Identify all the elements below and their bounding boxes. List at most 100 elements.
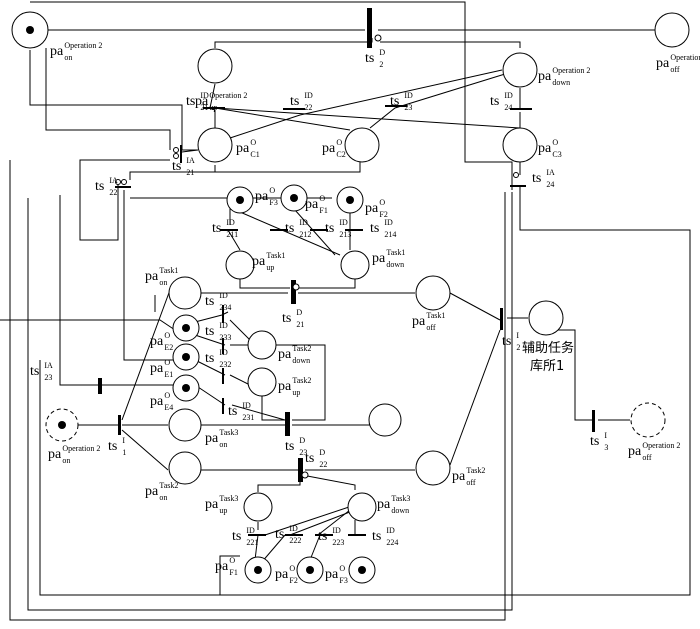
transition-ts-ia-21 [180,145,182,163]
label-sub: up [266,263,274,272]
label-base: ts [205,294,214,309]
label-sub: F1 [319,206,327,215]
label-base: ts [232,529,241,544]
label-base: pa [452,469,466,484]
label-base: pa [252,254,266,269]
label-sub: 22 [109,188,117,197]
transition-ts-d23 [285,412,290,436]
label-sub: on [159,493,167,502]
label-sup: ID [289,524,298,533]
place-pa-c1 [197,127,233,163]
token [58,421,66,429]
label-base: ts [30,364,39,379]
label-sub: on [62,456,70,465]
label-sub: up [209,103,217,112]
place-pa-up-task3 [243,492,273,522]
label-sup: ID [226,218,235,227]
label-sup: ID [200,91,209,100]
label-sup: O [164,331,170,340]
label-sub: 211 [226,230,238,239]
place-pa-up-task2 [247,367,277,397]
label-base: ts [502,334,511,349]
label-sup: Task1 [159,266,178,275]
label-base: pa [48,447,62,462]
label-sup: O [552,138,558,147]
transition-ts-ia-23 [98,378,102,394]
label-base: pa [205,431,219,446]
label-base: pa [236,141,250,156]
label-sup: Task2 [292,376,311,385]
label-sup: I [122,436,125,445]
label-sup: ID [219,348,228,357]
label-sup: O [164,358,170,367]
label-sup: O [319,194,325,203]
label-sup: Operation 2 [552,66,590,75]
label-sup: O [250,138,256,147]
transition-ts-d2-top [367,8,372,48]
label-sub: F3 [339,576,347,585]
transition-ts-id-213 [310,229,328,231]
label-sup: Task2 [159,481,178,490]
transition-ts-id-221 [248,534,266,536]
label-base: pa [150,361,164,376]
label-base: pa [365,201,379,216]
label-sup: IA [186,156,195,165]
place-pa-down-task3 [347,492,377,522]
label-sub: down [292,356,310,365]
label-sub: 21 [186,168,194,177]
label-base: ts [532,171,541,186]
label-base: ts [205,351,214,366]
transition-ts-ia-24 [510,185,526,187]
token [26,26,34,34]
label-sup: ID [246,526,255,535]
place-pa-on-task1 [168,276,202,310]
label-sub: 22 [304,103,312,112]
label-sup: Operation 2 [209,91,247,100]
label-sub: 1 [122,448,126,457]
label-sup: ID [219,321,228,330]
place-pa-off-task2 [415,450,451,486]
transition-ts-id-21 [203,107,225,109]
transition-ts-id-24 [510,108,532,110]
label-sub: 223 [332,538,344,547]
label-sup: O [229,556,235,565]
label-sub: 23 [299,448,307,457]
label-sub: F1 [229,568,237,577]
place-pa-off-task1 [415,275,451,311]
label-sub: C2 [336,150,345,159]
label-base: ts [590,434,599,449]
place-pa-c3 [502,127,538,163]
label-sub: E4 [164,403,173,412]
label-base: ts [370,221,379,236]
label-base: pa [322,141,336,156]
token [254,566,262,574]
label-sub: 224 [386,538,398,547]
label-base: pa [305,197,319,212]
label-sup: D [296,308,302,317]
label-sub: off [426,323,436,332]
place-pa-up-task1 [225,250,255,280]
token [182,353,190,361]
label-base: pa [377,497,391,512]
label-sup: IA [109,176,118,185]
label-base: pa [412,314,426,329]
